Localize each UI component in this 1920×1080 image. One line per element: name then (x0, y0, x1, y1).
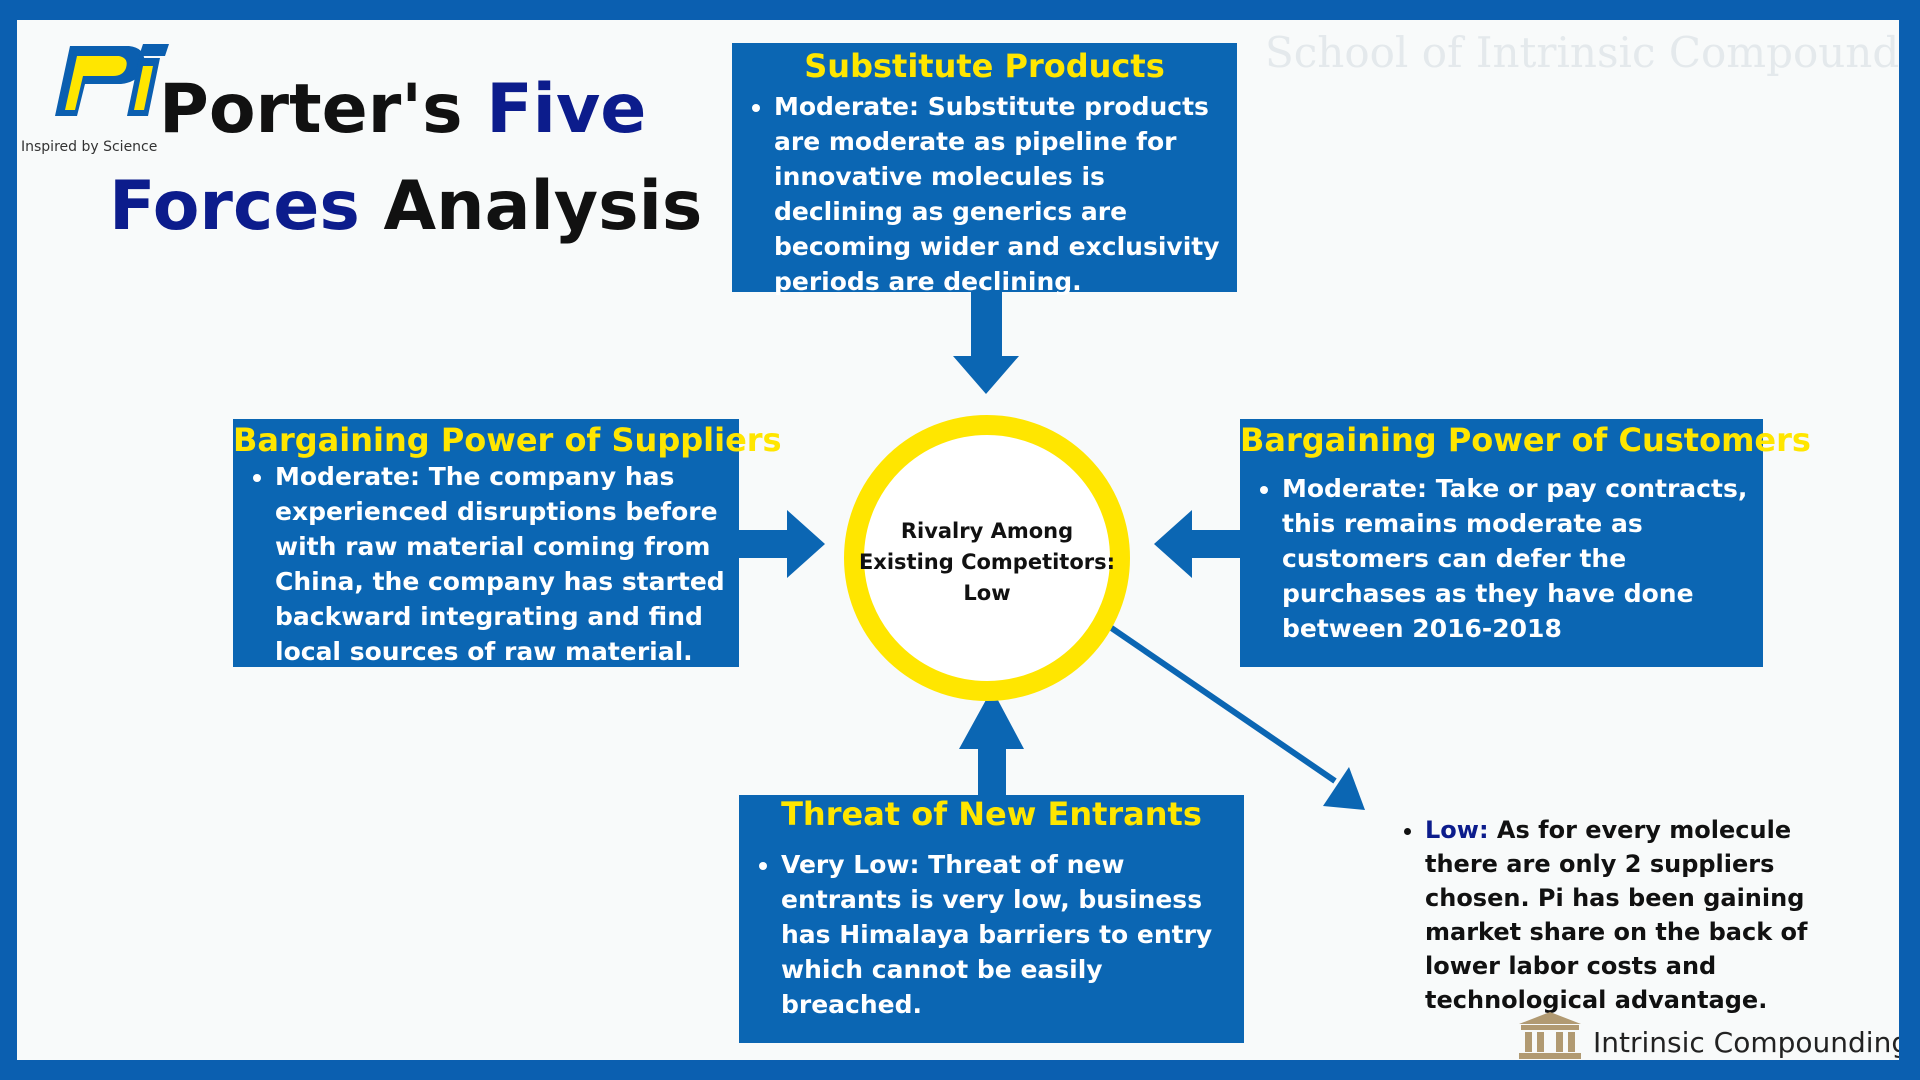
new-entrants-box: Threat of New Entrants Very Low: Threat … (739, 795, 1244, 1043)
title-line-2: Forces Analysis (109, 167, 702, 246)
diagram-arrows (739, 292, 1365, 810)
rivalry-line-1: Rivalry Among (900, 519, 1074, 543)
footer-brand: Intrinsic Compounding (1593, 1026, 1899, 1059)
suppliers-text: Moderate: The company has experienced di… (275, 459, 731, 669)
rivalry-note-text: As for every molecule there are only 2 s… (1425, 816, 1808, 1014)
pi-logo (55, 44, 169, 116)
logo-tagline: Inspired by Science (21, 139, 158, 155)
suppliers-box: Bargaining Power of Suppliers Moderate: … (233, 419, 782, 669)
title-part: Analysis (359, 167, 703, 246)
title-part: Forces (109, 167, 360, 246)
arrow-from-new-entrants (959, 689, 1024, 795)
new-entrants-text: Very Low: Threat of new entrants is very… (781, 847, 1236, 1022)
rivalry-arrow-head (1323, 767, 1365, 810)
temple-icon (1519, 1012, 1581, 1059)
rivalry-line-2: Existing Competitors: (858, 550, 1116, 574)
rivalry-note-item: Low: As for every molecule there are onl… (1425, 813, 1863, 1017)
rivalry-note-label: Low: (1425, 816, 1489, 844)
slide-canvas: Inspired by Science Porter's Five Forces… (17, 20, 1899, 1060)
title-part: Five (486, 70, 647, 149)
suppliers-title: Bargaining Power of Suppliers (233, 421, 782, 459)
substitute-products-text: Moderate: Substitute products are modera… (774, 89, 1229, 299)
customers-title: Bargaining Power of Customers (1240, 421, 1811, 459)
arrow-from-customers (1154, 510, 1240, 578)
arrow-from-substitutes (953, 292, 1019, 394)
arrow-from-suppliers (739, 510, 825, 578)
rivalry-line-3: Low (963, 581, 1011, 605)
title-line-1: Porter's Five (159, 70, 646, 149)
rivalry-arrow-line (1108, 624, 1337, 784)
rivalry-ring (844, 415, 1130, 701)
watermark-text: School of Intrinsic Compounding (1265, 28, 1899, 77)
customers-box: Bargaining Power of Customers Moderate: … (1240, 419, 1811, 667)
substitute-products-title: Substitute Products (804, 47, 1165, 85)
new-entrants-title: Threat of New Entrants (781, 795, 1202, 833)
rivalry-center-text: Rivalry Among Existing Competitors: Low (857, 516, 1117, 609)
rivalry-note: Low: As for every molecule there are onl… (1393, 813, 1863, 1017)
substitute-products-box: Substitute Products Moderate: Substitute… (732, 43, 1237, 296)
customers-text: Moderate: Take or pay contracts, this re… (1282, 471, 1757, 646)
title-part: Porter's (159, 70, 487, 149)
